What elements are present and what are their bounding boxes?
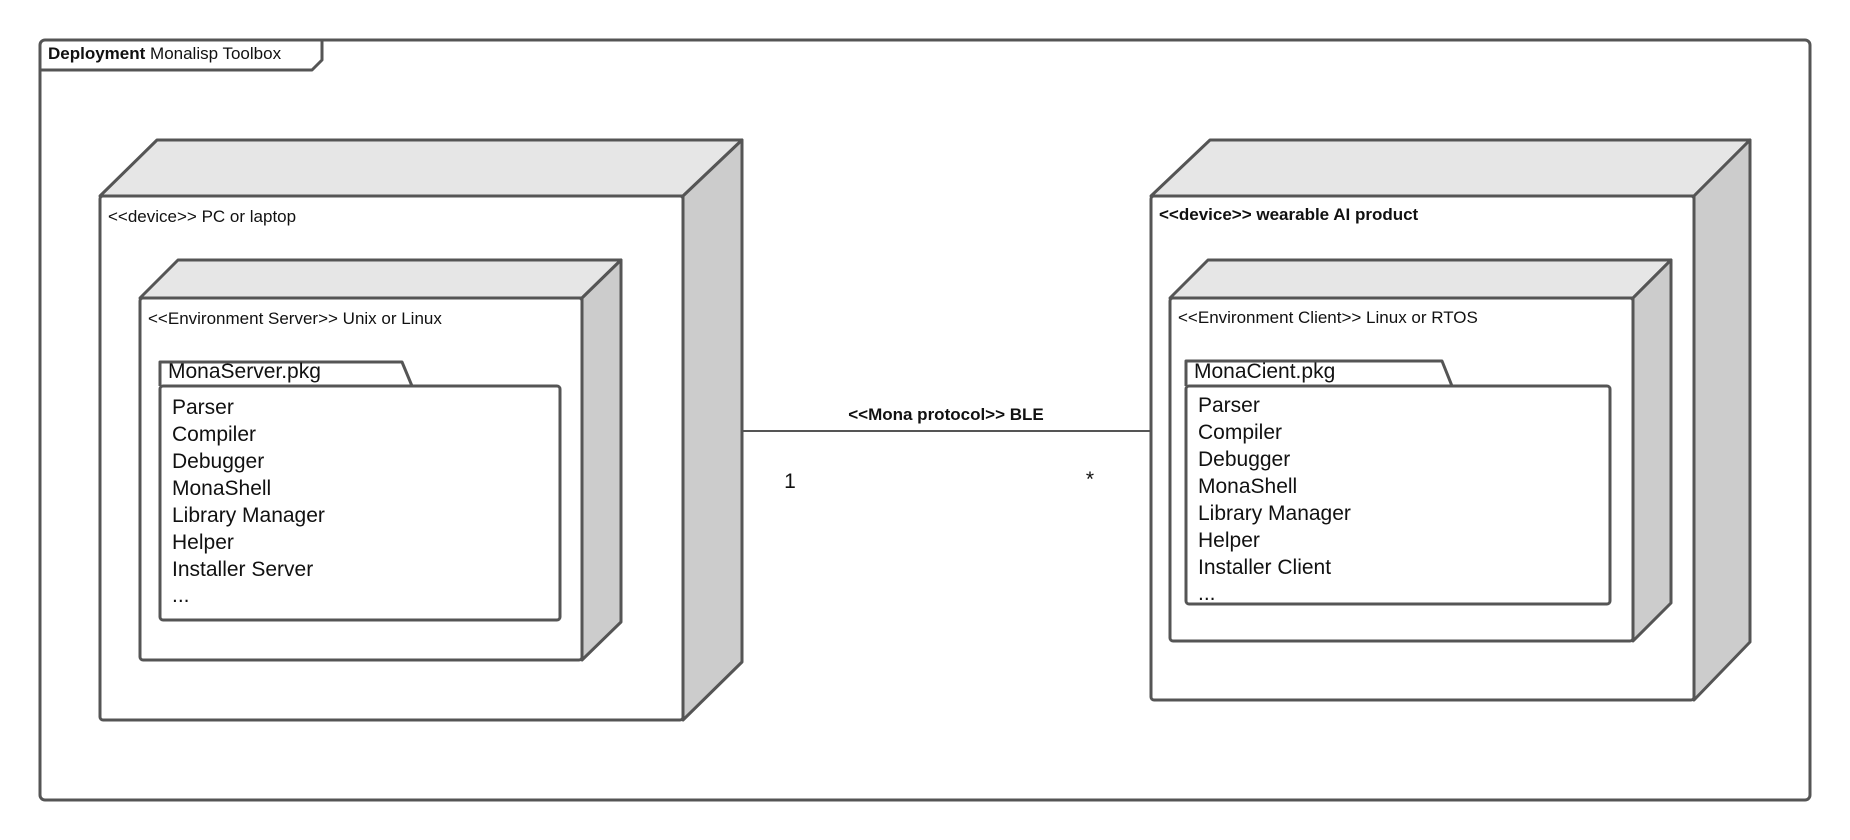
package-item: Helper [172,531,234,554]
package-item: Compiler [172,423,256,446]
package-item: Installer Server [172,558,313,581]
package-item: Debugger [172,450,264,473]
package-item: Installer Client [1198,556,1331,579]
device-node-pc[interactable]: <<device>> PC or laptop <<Environment Se… [98,138,744,722]
environment-title: <<Environment Server>> Unix or Linux [148,309,442,328]
frame-title: Deployment Monalisp Toolbox [48,44,282,63]
package-item: Helper [1198,529,1260,552]
environment-side-face [580,258,623,662]
environment-side-face [1631,258,1673,643]
device-node-wearable[interactable]: <<device>> wearable AI product <<Environ… [1149,138,1752,702]
package-body [1184,384,1612,606]
environment-top-face [138,258,623,300]
environment-top-face [1168,258,1673,300]
package-name: MonaServer.pkg [168,360,321,383]
package-item: Library Manager [172,504,325,527]
package-items: Parser Compiler Debugger MonaShell Libra… [172,396,331,607]
device-title: <<device>> PC or laptop [108,207,296,226]
device-top-face [1149,138,1752,198]
package-item: Parser [1198,394,1260,417]
device-side-face [681,138,744,722]
package-tab [158,360,414,387]
package-item: Library Manager [1198,502,1351,525]
package-name: MonaCient.pkg [1194,360,1335,383]
package-item: Debugger [1198,448,1290,471]
package-body [158,384,562,622]
package-monaclient[interactable]: MonaCient.pkg Parser Compiler Debugger M… [1184,359,1612,606]
package-monaserver[interactable]: MonaServer.pkg Parser Compiler Debugger … [158,360,562,622]
package-item: MonaShell [1198,475,1297,498]
package-item: ... [1198,582,1216,605]
device-side-face [1692,138,1752,702]
environment-title: <<Environment Client>> Linux or RTOS [1178,308,1478,327]
frame-keyword: Deployment [48,44,146,63]
package-tab [1184,359,1454,387]
left-multiplicity: 1 [784,470,796,493]
device-top-face [98,138,744,198]
environment-node-client[interactable]: <<Environment Client>> Linux or RTOS Mon… [1168,258,1673,643]
environment-node-server[interactable]: <<Environment Server>> Unix or Linux Mon… [138,258,623,662]
communication-path[interactable]: <<Mona protocol>> BLE 1 * [742,405,1151,493]
package-item: Compiler [1198,421,1282,444]
right-multiplicity: * [1086,468,1094,491]
frame-name: Monalisp Toolbox [150,44,282,63]
package-item: MonaShell [172,477,271,500]
package-item: Parser [172,396,234,419]
package-item: ... [172,584,190,607]
connection-label: <<Mona protocol>> BLE [848,405,1044,424]
package-items: Parser Compiler Debugger MonaShell Libra… [1198,394,1357,605]
device-title: <<device>> wearable AI product [1159,205,1419,224]
